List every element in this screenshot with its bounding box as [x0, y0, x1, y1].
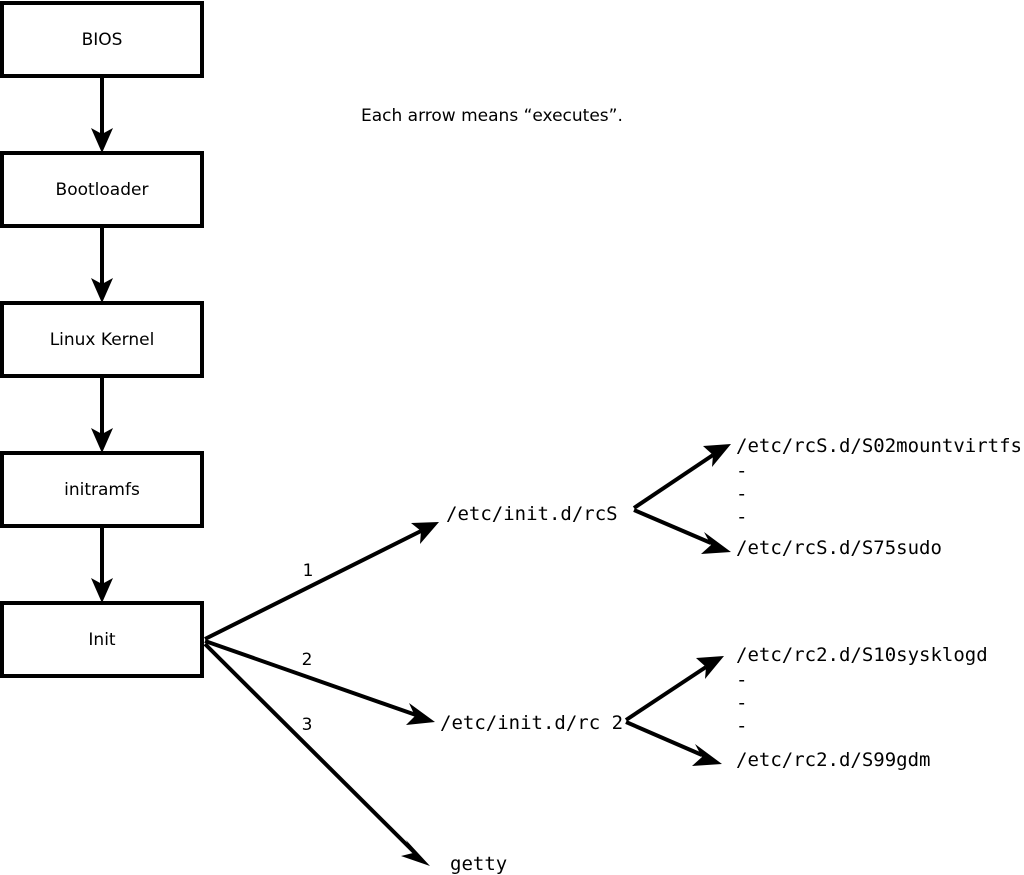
rc2-ellipsis-dash-3: -	[736, 715, 747, 737]
arrow-head-icon	[411, 522, 439, 544]
arrow-head-icon	[701, 532, 731, 554]
branch-number-3: 3	[302, 715, 313, 735]
linux-kernel-label: Linux Kernel	[50, 330, 155, 350]
edge-kernel-to-initramfs	[91, 376, 113, 453]
init-rc2-line	[204, 639, 417, 717]
rc2-first-line	[624, 665, 708, 722]
rcs-first-line	[632, 453, 715, 510]
bios-label: BIOS	[82, 30, 123, 50]
edge-init-branch-2	[204, 639, 435, 725]
rc2-script-last[interactable]: /etc/rc2.d/S99gdm	[736, 749, 930, 771]
node-linux-kernel[interactable]: Linux Kernel	[0, 301, 204, 378]
edge-rcs-to-first-script	[632, 444, 731, 510]
arrow-head-icon	[91, 428, 113, 453]
edge-init-branch-3	[203, 642, 430, 866]
arrow-head-icon	[406, 703, 435, 725]
branch-number-1: 1	[303, 561, 314, 581]
edge-bios-to-bootloader	[91, 76, 113, 153]
linux-kernel-box[interactable]	[0, 301, 204, 378]
edge-rc2-to-last-script	[625, 720, 722, 766]
init-branch-target-getty[interactable]: getty	[450, 853, 507, 875]
rcs-last-line	[633, 508, 712, 545]
rcs-script-first[interactable]: /etc/rcS.d/S02mountvirtfs	[736, 435, 1022, 457]
init-label: Init	[88, 630, 116, 650]
arrow-head-icon	[91, 278, 113, 303]
init-box[interactable]	[0, 601, 204, 678]
rc2-ellipsis-dash-2: -	[736, 692, 747, 714]
arrow-head-icon	[692, 744, 722, 766]
arrow-head-icon	[91, 578, 113, 603]
edge-init-branch-1	[204, 522, 439, 641]
init-branch-target-rcs[interactable]: /etc/init.d/rcS	[446, 503, 618, 525]
rcs-ellipsis-dash-2: -	[736, 483, 747, 505]
bootloader-box[interactable]	[0, 151, 204, 228]
edge-rcs-to-last-script	[633, 508, 731, 554]
arrow-head-icon	[401, 840, 430, 866]
rc2-last-line	[625, 720, 703, 757]
node-init[interactable]: Init	[0, 601, 204, 678]
edge-rc2-to-first-script	[624, 656, 724, 722]
arrow-head-icon	[91, 128, 113, 153]
branch-number-2: 2	[302, 650, 313, 670]
init-getty-line	[203, 642, 416, 854]
edge-bootloader-to-kernel	[91, 226, 113, 303]
bios-box[interactable]	[0, 1, 204, 78]
rcs-script-last[interactable]: /etc/rcS.d/S75sudo	[736, 537, 942, 559]
edge-initramfs-to-init	[91, 526, 113, 603]
arrow-head-icon	[703, 444, 731, 467]
init-rcs-line	[204, 529, 422, 641]
node-bios[interactable]: BIOS	[0, 1, 204, 78]
init-branch-target-rc2[interactable]: /etc/init.d/rc 2	[440, 712, 623, 734]
diagram-caption: Each arrow means “executes”.	[361, 106, 623, 126]
rcs-ellipsis-dash-3: -	[736, 506, 747, 528]
rcs-ellipsis-dash-1: -	[736, 460, 747, 482]
initramfs-label: initramfs	[64, 480, 140, 500]
rc2-script-first[interactable]: /etc/rc2.d/S10sysklogd	[736, 644, 988, 666]
node-bootloader[interactable]: Bootloader	[0, 151, 204, 228]
arrow-head-icon	[696, 656, 724, 679]
bootloader-label: Bootloader	[56, 180, 149, 200]
rc2-ellipsis-dash-1: -	[736, 669, 747, 691]
node-initramfs[interactable]: initramfs	[0, 451, 204, 528]
